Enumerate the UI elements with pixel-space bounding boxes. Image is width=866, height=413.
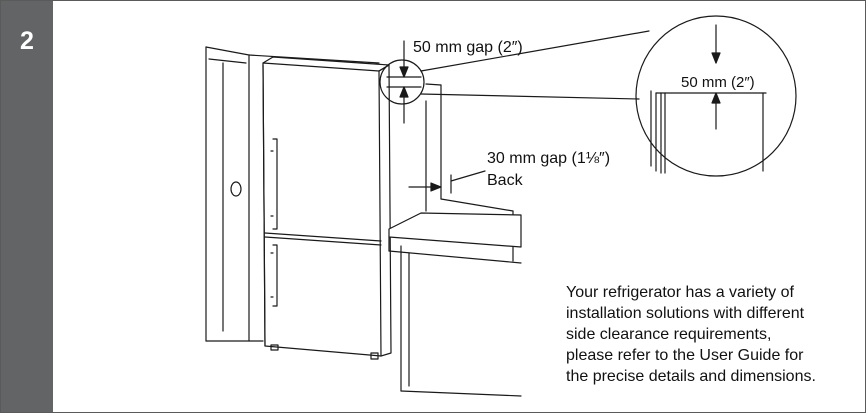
- back-label: Back: [487, 172, 523, 189]
- note-line: installation solutions with different: [566, 305, 805, 322]
- zoom-gap-label: 50 mm (2″): [681, 74, 755, 91]
- installation-note: Your refrigerator has a variety of insta…: [566, 282, 816, 387]
- step-sidebar: 2: [1, 1, 53, 412]
- zoom-detail: [379, 15, 797, 177]
- top-gap-indicator: [386, 40, 422, 124]
- back-gap-label: 30 mm gap (1⅛″): [487, 150, 611, 167]
- counter-cabinet: [388, 212, 522, 397]
- installation-diagram: [205, 15, 797, 397]
- zoom-large-circle: [635, 15, 797, 177]
- cabinet-knob: [230, 181, 242, 197]
- step-number: 2: [20, 27, 34, 55]
- note-line: please refer to the User Guide for: [566, 347, 804, 364]
- zoom-small-circle: [379, 59, 425, 105]
- note-line: Your refrigerator has a variety of: [566, 284, 794, 301]
- back-gap-indicator: [408, 170, 486, 194]
- wall-lines: [248, 54, 514, 262]
- lower-door-handle: [272, 244, 278, 307]
- upper-door-handle: [272, 138, 278, 230]
- top-gap-label: 50 mm gap (2″): [413, 39, 523, 56]
- note-line: side clearance requirements,: [566, 326, 772, 343]
- left-cabinet: [205, 46, 264, 342]
- note-line: the precise details and dimensions.: [566, 368, 816, 385]
- refrigerator: [262, 56, 392, 360]
